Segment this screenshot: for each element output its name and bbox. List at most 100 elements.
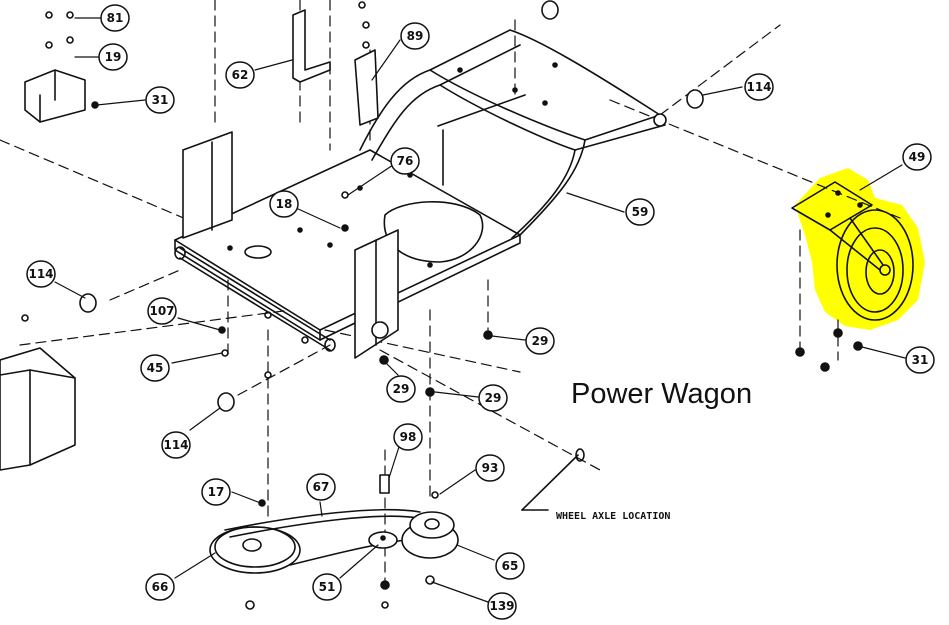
callout-number: 45 [147,361,164,375]
callout-number: 62 [232,68,249,82]
callout-circle [744,73,774,101]
callout-number: 76 [397,154,414,168]
callout-29: 29 [386,375,416,403]
fasteners [218,191,493,610]
callout-number: 67 [313,480,330,494]
callout-81: 81 [100,4,130,32]
callout-circle [478,384,508,412]
callout-circle [269,190,299,218]
bracket-89 [354,1,379,126]
callout-number: 114 [163,438,188,452]
callout-circle [400,22,430,50]
callout-number: 18 [276,197,293,211]
callout-29: 29 [525,327,555,355]
shaft-98 [379,474,390,494]
front-roller [174,246,336,352]
callout-114: 114 [161,431,191,459]
callout-114: 114 [744,73,774,101]
pulley-51 [368,531,398,549]
callout-31: 31 [145,86,175,114]
callout-circle [140,354,170,382]
callout-number: 17 [208,485,225,499]
callout-circle [312,573,342,601]
leader-lines [54,17,906,603]
callout-number: 93 [482,461,499,475]
callout-number: 29 [393,382,410,396]
callout-51: 51 [312,573,342,601]
callout-number: 19 [105,50,122,64]
callout-circle [147,297,177,325]
callout-circle [475,454,505,482]
callout-59: 59 [625,198,655,226]
wheel-axle-location-label: WHEEL AXLE LOCATION [556,511,670,522]
wheel-axle-indicator [521,448,585,511]
callout-circle [386,375,416,403]
callout-number: 29 [532,334,549,348]
callout-93: 93 [475,454,505,482]
callout-number: 29 [485,391,502,405]
callout-circle [390,147,420,175]
callout-circle [902,143,932,171]
callout-circle [525,327,555,355]
callout-139: 139 [487,592,517,620]
callout-31: 31 [905,346,935,374]
bracket-62 [292,9,331,83]
top-left-bracket [24,11,99,123]
left-upright-bracket [182,131,233,239]
callouts: 81 19 31 62 89 114 49 76 18 59 114 107 45 29 29 29 114 98… [26,4,935,620]
callout-number: 66 [152,580,169,594]
callout-circle [145,573,175,601]
callout-number: 89 [407,29,424,43]
callout-circle [495,552,525,580]
frame-plate [174,149,521,341]
callout-number: 114 [746,80,771,94]
callout-76: 76 [390,147,420,175]
wheel-highlight [795,168,925,330]
callout-17: 17 [201,478,231,506]
callout-circle [26,260,56,288]
callout-number: 81 [107,11,124,25]
callout-49: 49 [902,143,932,171]
callout-number: 49 [909,150,926,164]
callout-circle [625,198,655,226]
callout-number: 65 [502,559,519,573]
callout-circle [145,86,175,114]
callout-circle [161,431,191,459]
callout-107: 107 [147,297,177,325]
callout-67: 67 [306,473,336,501]
callout-number: 114 [28,267,53,281]
callout-number: 31 [912,353,929,367]
callout-circle [393,423,423,451]
callout-circle [905,346,935,374]
callout-89: 89 [400,22,430,50]
callout-66: 66 [145,573,175,601]
callout-number: 31 [152,93,169,107]
callout-number: 139 [489,599,514,613]
callout-circle [225,61,255,89]
pulley-65 [401,511,459,559]
callout-18: 18 [269,190,299,218]
caster-wheel-49 [791,181,914,372]
callout-circle [487,592,517,620]
diagram-title: Power Wagon [571,378,753,410]
callout-number: 59 [632,205,649,219]
callout-45: 45 [140,354,170,382]
callout-circle [201,478,231,506]
bushings [79,0,704,412]
callout-65: 65 [495,552,525,580]
pulley-66 [209,526,301,574]
tube-frame [359,29,667,239]
right-upright-bracket [354,229,399,359]
callout-circle [306,473,336,501]
battery-box [0,314,76,471]
callout-circle [98,43,128,71]
callout-98: 98 [393,423,423,451]
callout-62: 62 [225,61,255,89]
callout-circle [100,4,130,32]
callout-number: 98 [400,430,417,444]
callout-19: 19 [98,43,128,71]
callout-number: 51 [319,580,336,594]
callout-114: 114 [26,260,56,288]
